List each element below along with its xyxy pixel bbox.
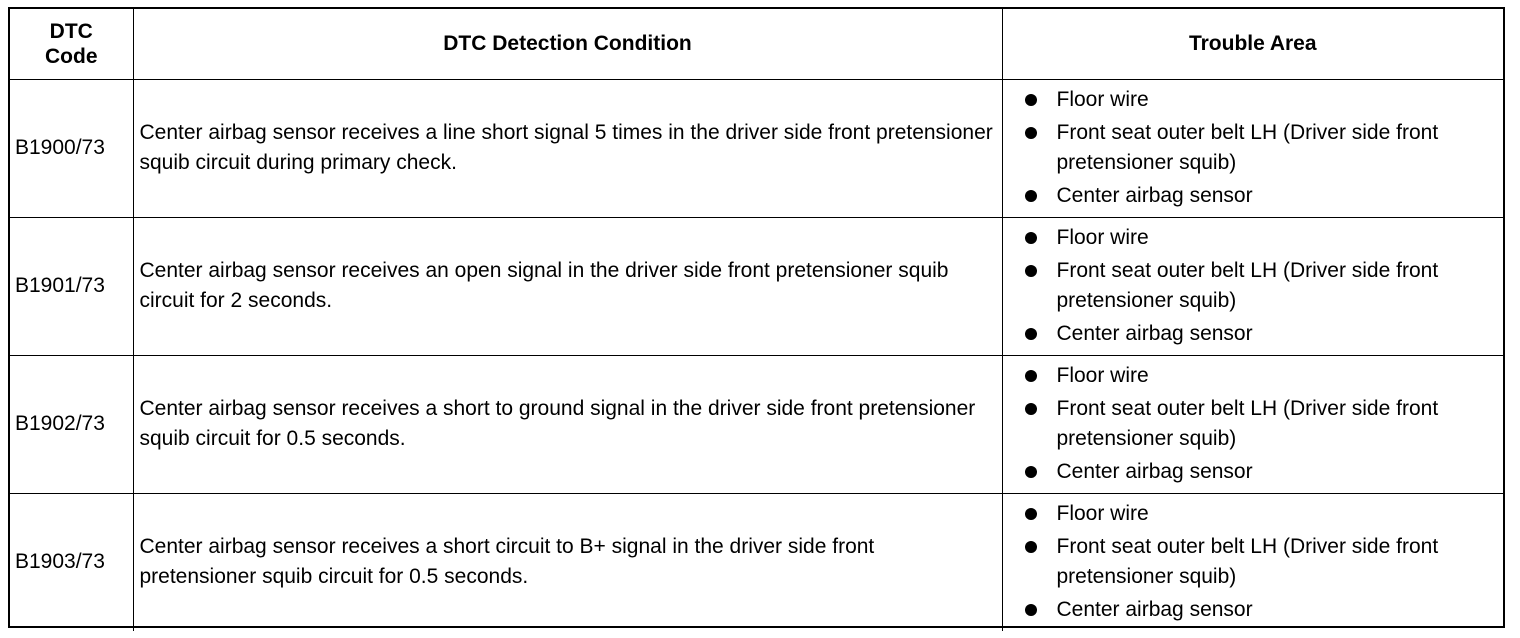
- trouble-area-label: Floor wire: [1056, 225, 1149, 249]
- list-item: Floor wire: [1021, 223, 1504, 253]
- bullet-icon: [1024, 93, 1037, 106]
- trouble-area-label: Front seat outer belt LH (Driver side fr…: [1056, 258, 1439, 312]
- detection-condition-cell: Center airbag sensor receives a short to…: [132, 354, 1003, 494]
- header-row: DTC Code DTC Detection Condition Trouble…: [10, 9, 1503, 80]
- trouble-area-label: Front seat outer belt LH (Driver side fr…: [1056, 396, 1439, 450]
- bullet-icon: [1024, 369, 1037, 382]
- list-item: Center airbag sensor: [1021, 595, 1504, 625]
- list-item: Center airbag sensor: [1021, 181, 1504, 211]
- bullet-icon: [1024, 540, 1037, 553]
- bullet-icon: [1024, 189, 1037, 202]
- bullet-icon: [1024, 603, 1037, 616]
- trouble-area-label: Front seat outer belt LH (Driver side fr…: [1056, 120, 1439, 174]
- list-item: Front seat outer belt LH (Driver side fr…: [1021, 118, 1504, 178]
- list-item: Floor wire: [1021, 499, 1504, 529]
- trouble-area-label: Center airbag sensor: [1056, 183, 1253, 207]
- header-trouble-area: Trouble Area: [1001, 9, 1503, 80]
- header-dtc-code-line1: DTC: [49, 19, 93, 43]
- trouble-area-label: Floor wire: [1056, 501, 1149, 525]
- trouble-area-label: Center airbag sensor: [1056, 459, 1253, 483]
- bullet-icon: [1024, 465, 1037, 478]
- bullet-icon: [1024, 507, 1037, 520]
- dtc-code-cell: B1901/73: [10, 216, 134, 356]
- header-detection-condition: DTC Detection Condition: [132, 9, 1003, 80]
- list-item: Floor wire: [1021, 361, 1504, 391]
- trouble-area-label: Floor wire: [1056, 87, 1149, 111]
- trouble-area-label: Front seat outer belt LH (Driver side fr…: [1056, 534, 1439, 588]
- dtc-code-cell: B1902/73: [10, 354, 134, 494]
- trouble-area-label: Center airbag sensor: [1056, 597, 1253, 621]
- detection-condition-cell: Center airbag sensor receives a line sho…: [132, 78, 1003, 218]
- header-dtc-code: DTC Code: [10, 9, 134, 80]
- dtc-table: DTC Code DTC Detection Condition Trouble…: [8, 7, 1505, 631]
- list-item: Front seat outer belt LH (Driver side fr…: [1021, 256, 1504, 316]
- bullet-icon: [1024, 327, 1037, 340]
- bullet-icon: [1024, 126, 1037, 139]
- header-dtc-code-line2: Code: [45, 44, 98, 68]
- list-item: Floor wire: [1021, 85, 1504, 115]
- detection-condition-cell: Center airbag sensor receives an open si…: [132, 216, 1003, 356]
- dtc-code-cell: B1903/73: [10, 492, 134, 631]
- dtc-table-grid: DTC Code DTC Detection Condition Trouble…: [10, 9, 1503, 631]
- dtc-code-cell: B1900/73: [10, 78, 134, 218]
- detection-condition-cell: Center airbag sensor receives a short ci…: [132, 492, 1003, 631]
- bullet-icon: [1024, 402, 1037, 415]
- trouble-area-label: Center airbag sensor: [1056, 321, 1253, 345]
- list-item: Front seat outer belt LH (Driver side fr…: [1021, 394, 1504, 454]
- list-item: Center airbag sensor: [1021, 457, 1504, 487]
- trouble-area-label: Floor wire: [1056, 363, 1149, 387]
- list-item: Front seat outer belt LH (Driver side fr…: [1021, 532, 1504, 592]
- list-item: Center airbag sensor: [1021, 319, 1504, 349]
- bullet-icon: [1024, 264, 1037, 277]
- bullet-icon: [1024, 231, 1037, 244]
